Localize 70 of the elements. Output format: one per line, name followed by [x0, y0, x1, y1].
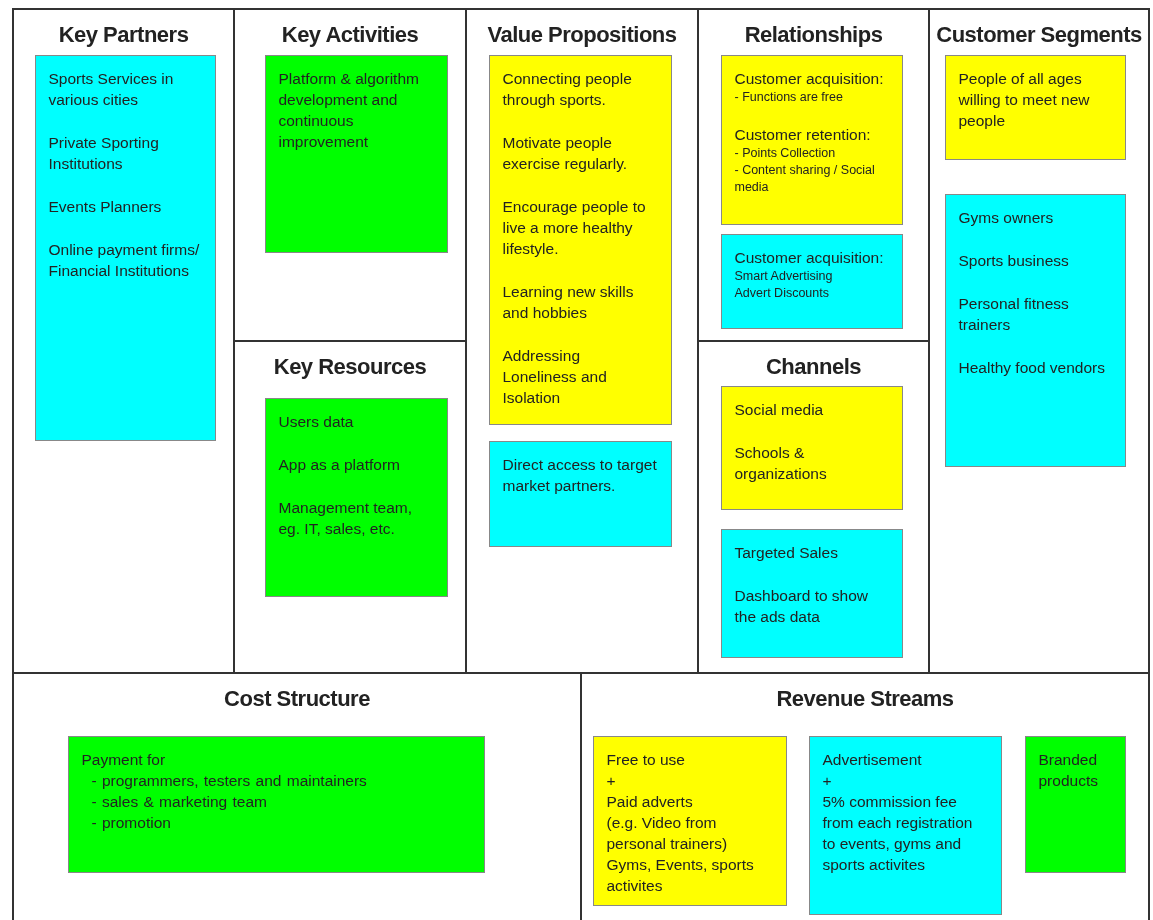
note-text: +: [822, 770, 833, 791]
sticky-note: [720, 233, 903, 329]
note-text: Learning new skills and hobbies: [502, 281, 635, 323]
note-text: Gyms, Events, sports activites: [606, 854, 755, 896]
note-text: Payment for: [81, 749, 167, 770]
bullet-item: - promotion: [91, 812, 172, 833]
sticky-note: [720, 528, 903, 658]
note-text: Smart Advertising: [734, 267, 834, 285]
note-text: Direct access to target market partners.: [502, 454, 658, 496]
sticky-note: [808, 735, 1002, 915]
note-text: Online payment firms/ Financial Institutions: [48, 239, 201, 281]
note-text: Personal fitness trainers: [958, 293, 1070, 335]
note-text: Platform & algorithm development and continuous improvement: [278, 68, 420, 152]
note-text: - Content sharing / Social media: [734, 161, 876, 196]
note-text: - Functions are free: [734, 88, 844, 106]
section-heading: Value Propositions: [486, 22, 678, 48]
note-text: Free to use: [606, 749, 686, 770]
sticky-note: [944, 54, 1126, 160]
note-text: Healthy food vendors: [958, 357, 1106, 378]
bullet-item: - sales & marketing team: [91, 791, 268, 812]
note-text: Sports Services in various cities: [48, 68, 175, 110]
note-text: Schools & organizations: [734, 442, 828, 484]
note-text: Events Planners: [48, 196, 163, 217]
note-text: People of all ages willing to meet new people: [958, 68, 1091, 131]
note-text: Branded products: [1038, 749, 1099, 791]
note-text: Motivate people exercise regularly.: [502, 132, 629, 174]
note-text: +: [606, 770, 617, 791]
section-heading: Key Resources: [272, 354, 428, 380]
section-heading: Key Partners: [57, 22, 190, 48]
note-text: Users data: [278, 411, 355, 432]
section-heading: Channels: [765, 354, 862, 380]
sticky-note: [488, 440, 672, 547]
note-text: Dashboard to show the ads data: [734, 585, 870, 627]
note-text: Customer acquisition:: [734, 247, 885, 268]
note-text: Paid adverts: [606, 791, 694, 812]
note-text: (e.g. Video from personal trainers): [606, 812, 729, 854]
sticky-note: [720, 54, 903, 225]
sticky-note: [944, 193, 1126, 467]
note-text: - Points Collection: [734, 144, 837, 162]
note-text: Customer retention:: [734, 124, 872, 145]
note-text: 5% commission fee from each registration to events, gyms and sports activites: [822, 791, 974, 875]
sticky-note: [720, 385, 903, 510]
note-text: Encourage people to live a more healthy lifestyle.: [502, 196, 647, 259]
sticky-note: [592, 735, 787, 906]
section-heading: Customer Segments: [935, 22, 1143, 48]
sticky-note: [67, 735, 485, 873]
sticky-note: [34, 54, 216, 441]
note-text: Targeted Sales: [734, 542, 839, 563]
section-heading: Cost Structure: [223, 686, 371, 712]
note-text: Private Sporting Institutions: [48, 132, 160, 174]
section-heading: Revenue Streams: [775, 686, 955, 712]
note-text: Sports business: [958, 250, 1070, 271]
sticky-note: [488, 54, 672, 425]
note-text: Advert Discounts: [734, 284, 830, 302]
sticky-note: [264, 397, 448, 597]
sticky-note: [1024, 735, 1126, 873]
note-text: App as a platform: [278, 454, 401, 475]
note-text: Advertisement: [822, 749, 923, 770]
note-text: Social media: [734, 399, 825, 420]
sticky-note: [264, 54, 448, 253]
note-text: Management team, eg. IT, sales, etc.: [278, 497, 414, 539]
bullet-item: - programmers, testers and maintainers: [91, 770, 368, 791]
note-text: Gyms owners: [958, 207, 1055, 228]
section-heading: Key Activities: [280, 22, 420, 48]
note-text: Connecting people through sports.: [502, 68, 633, 110]
note-text: Addressing Loneliness and Isolation: [502, 345, 608, 408]
canvas-section: [12, 8, 235, 674]
section-heading: Relationships: [743, 22, 884, 48]
canvas-section: [928, 8, 1150, 674]
note-text: Customer acquisition:: [734, 68, 885, 89]
